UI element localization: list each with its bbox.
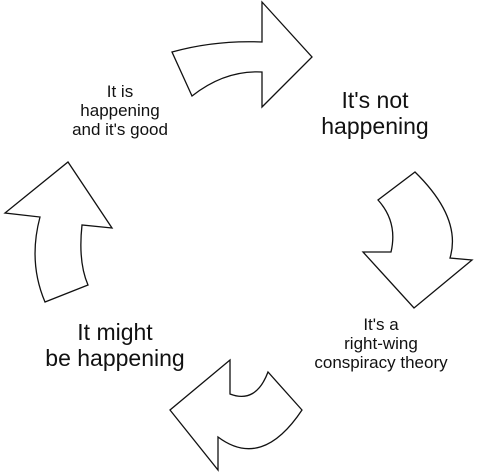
stage-label-line: It's a: [363, 315, 399, 334]
stage-label-line: conspiracy theory: [314, 353, 448, 373]
stage-label-not-happening: It's not happening: [300, 87, 450, 140]
stage-label-line: happening: [80, 101, 160, 121]
stage-label-line: happening: [321, 112, 429, 139]
stage-label-line: It is: [106, 82, 134, 101]
curved-arrow-icon: [361, 171, 474, 309]
curved-arrow-icon: [3, 161, 114, 303]
curved-arrow-icon: [169, 358, 303, 472]
stage-label-might-be-happening: It might be happening: [20, 319, 210, 372]
stage-label-line: be happening: [45, 344, 185, 371]
stage-label-line: right-wing: [344, 334, 418, 354]
stage-label-line: It's not: [341, 87, 409, 113]
stage-label-line: It might: [77, 319, 153, 345]
stage-label-line: and it's good: [72, 120, 168, 140]
curved-arrow-icon: [171, 0, 313, 109]
stage-label-conspiracy-theory: It's a right-wing conspiracy theory: [296, 315, 466, 372]
stage-label-it-is-happening-and-good: It is happening and it's good: [50, 82, 190, 139]
